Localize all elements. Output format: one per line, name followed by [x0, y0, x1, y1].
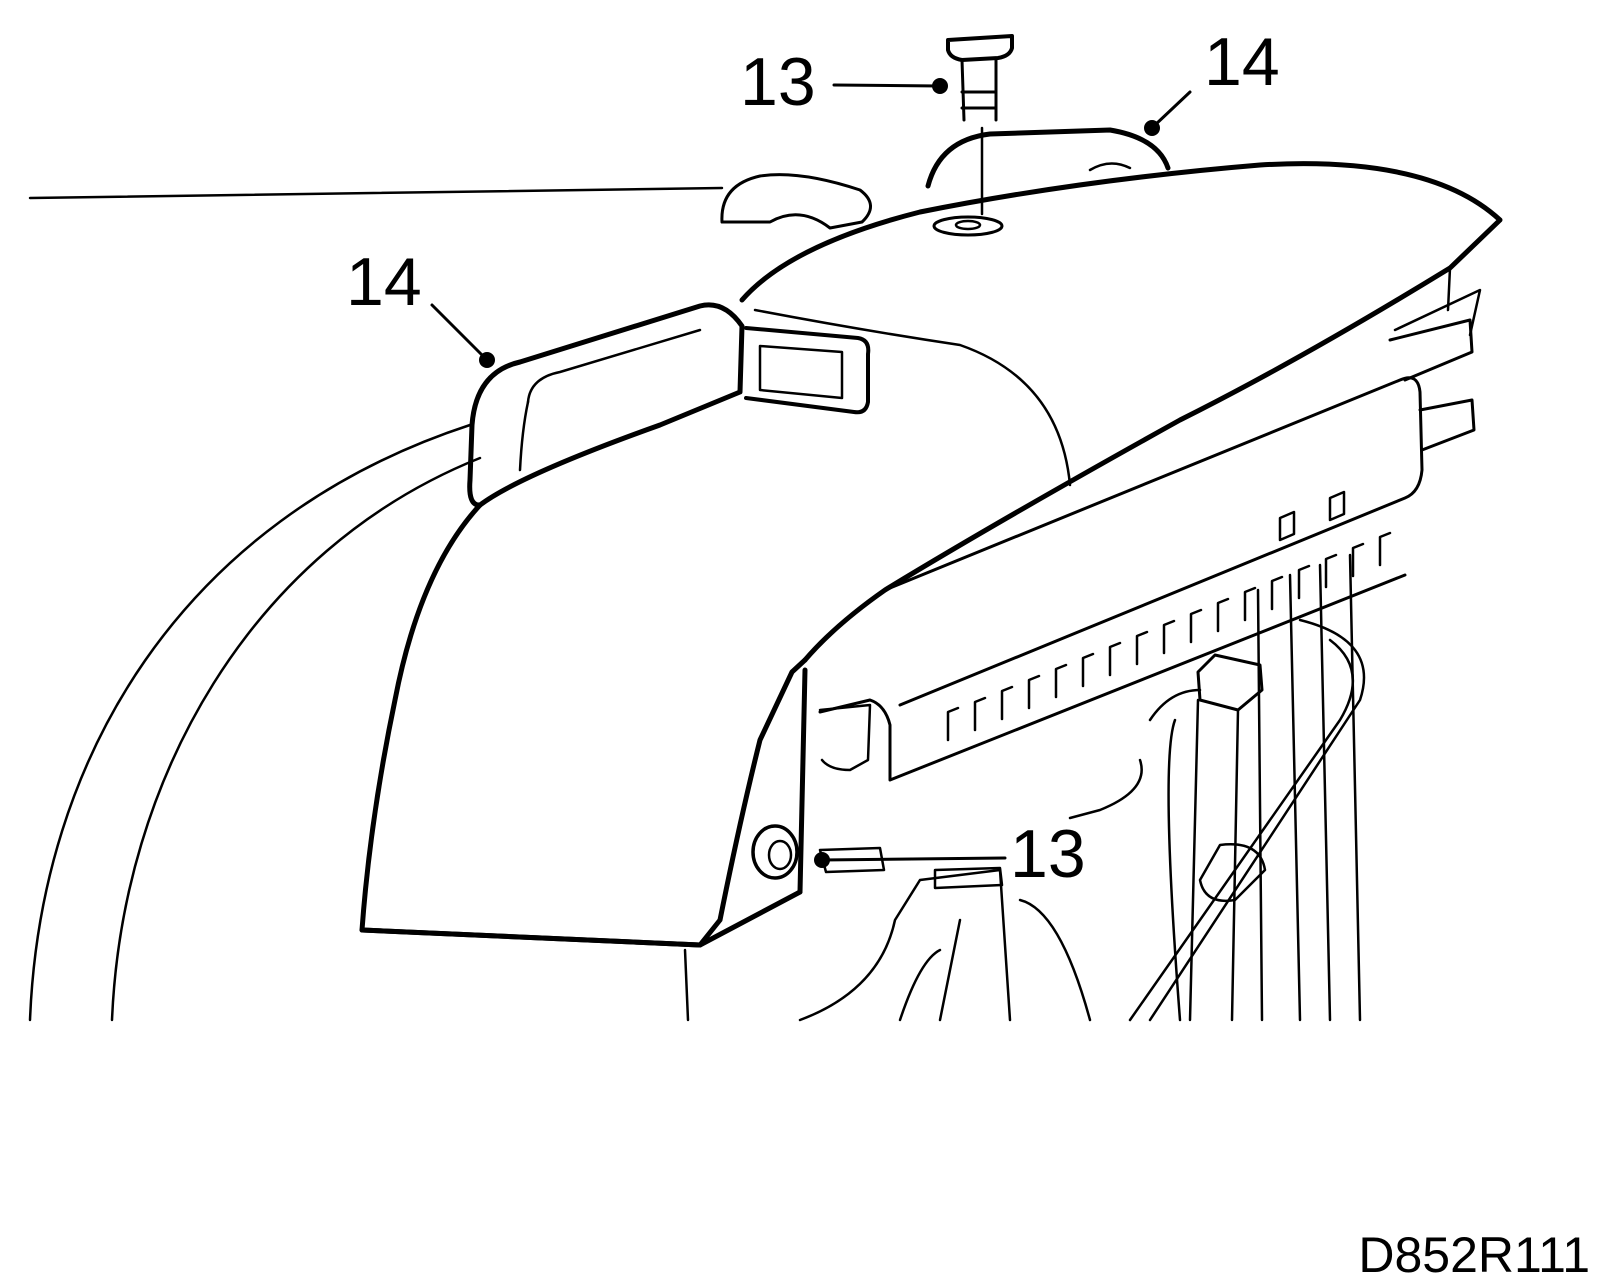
outer-panel-arc [28, 423, 472, 1022]
lower-flange [933, 866, 1004, 890]
shroud-hood [359, 502, 808, 948]
lower-clip [1198, 843, 1267, 903]
inner-panel-arc [110, 456, 482, 1022]
top-cowl [739, 161, 1503, 663]
bolt-head [946, 34, 1014, 62]
side-notch [818, 703, 872, 772]
cowl-inner-curve [753, 308, 1072, 487]
leader-14-left [430, 303, 486, 359]
callout-13-bolt: 13 [740, 44, 816, 120]
leader-13-side [820, 856, 1007, 862]
hose-inner [1128, 638, 1355, 1022]
leader-14-top [1153, 90, 1192, 127]
shroud-skirt [683, 948, 690, 1022]
rear-knob [720, 173, 872, 230]
hump-recess [1088, 162, 1132, 172]
left-cover [467, 302, 745, 508]
bracket-body [1167, 698, 1240, 1022]
hose-outer [1148, 618, 1366, 1022]
leader-dot-14-top [1144, 120, 1160, 136]
bolt-hole-washer [932, 215, 1004, 237]
callout-14-left-cover: 14 [346, 244, 422, 320]
frame-rail-1 [1388, 318, 1474, 382]
cowl-front-lip [1446, 266, 1452, 312]
side-bolt-head [767, 839, 793, 871]
shroud-bottom-edge [359, 889, 803, 948]
bracket-arm [1068, 688, 1202, 820]
side-bolt [751, 824, 799, 880]
leader-dot-13-side [814, 852, 830, 868]
frame-rail-2 [1418, 398, 1476, 452]
background-line [28, 186, 724, 200]
leader-13-top [832, 83, 942, 88]
center-slot-inner [758, 344, 844, 400]
radiator-core-lines [1256, 553, 1362, 1022]
bolt-shank [960, 56, 998, 122]
leader-dot-14-left [479, 352, 495, 368]
left-cover-lower-edge [518, 400, 530, 472]
top-right-hump [925, 127, 1171, 189]
radiator-bar-lower [818, 573, 1407, 782]
bracket-nut [1196, 653, 1264, 712]
center-slot-outer [744, 326, 871, 415]
lower-structure [798, 868, 1092, 1022]
left-cover-inner-edge [526, 328, 702, 404]
figure-reference-code: D852R111 [1358, 1227, 1590, 1283]
callout-14-right-cover: 14 [1204, 24, 1280, 100]
callout-13-side-bolt: 13 [1010, 816, 1086, 892]
louver-row [946, 531, 1392, 742]
shroud-side-edge [797, 667, 808, 895]
bolt-hole [954, 219, 982, 231]
frame-rail-3 [1393, 288, 1482, 337]
side-tabs [1278, 490, 1346, 542]
leader-dot-13-top [932, 78, 948, 94]
